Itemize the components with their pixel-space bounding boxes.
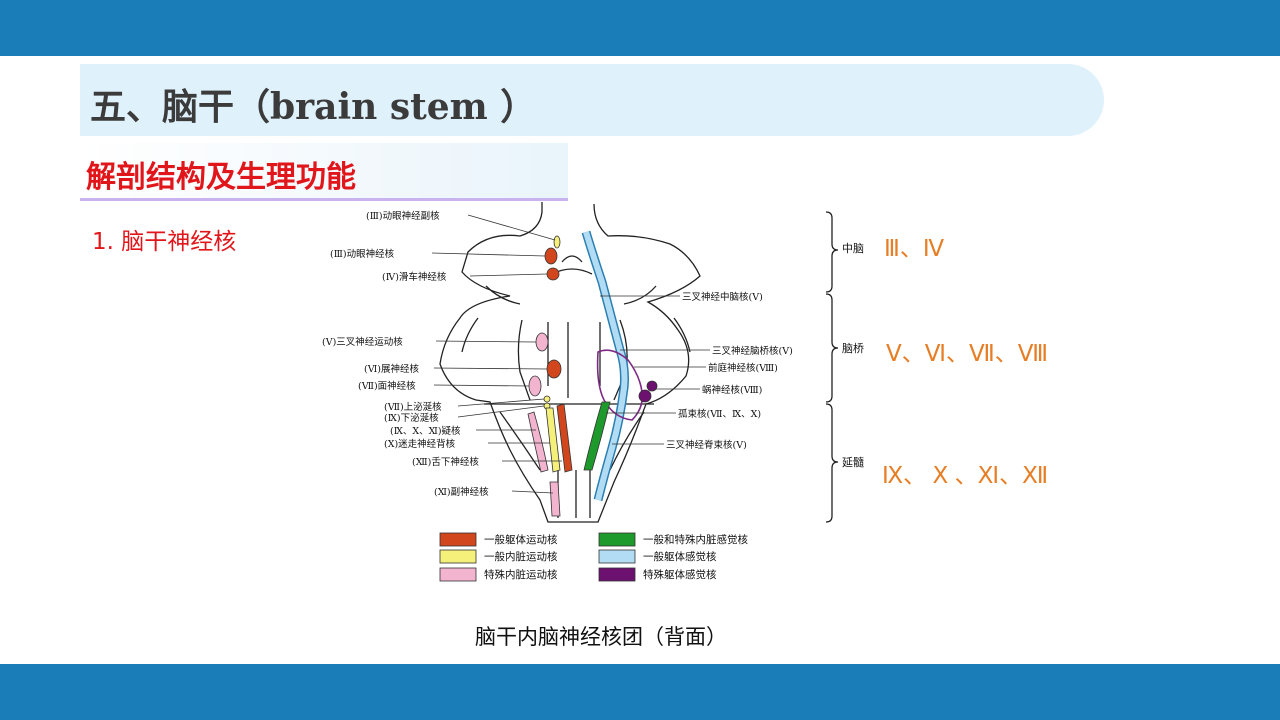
- oculomotor-nucleus: [544, 247, 558, 265]
- top-banner: [0, 0, 1280, 56]
- brainstem-outline: [439, 202, 701, 523]
- legend-swatch: [439, 549, 477, 564]
- legend-label: 特殊躯体感觉核: [643, 568, 717, 581]
- region-midbrain-nerves: Ⅲ、Ⅳ: [884, 235, 945, 261]
- legend-label: 一般躯体运动核: [484, 533, 558, 546]
- bullet-point: 1. 脑干神经核: [92, 229, 237, 255]
- label-dorsal-vagal: (Ⅹ)迷走神经背核: [384, 438, 456, 450]
- region-pons-label: 脑桥: [842, 342, 864, 355]
- legend-label: 一般内脏运动核: [484, 550, 558, 563]
- superior-salivatory-nucleus: [543, 395, 551, 403]
- facial-nucleus: [528, 375, 542, 397]
- figure-caption: 脑干内脑神经核团（背面）: [475, 625, 727, 649]
- label-superior-salivatory: (Ⅶ)上泌涎核: [384, 401, 442, 413]
- nucleus-ambiguus: [527, 411, 549, 473]
- label-cochlear: 蜗神经核(Ⅷ): [702, 384, 762, 396]
- hypoglossal-nucleus: [556, 403, 573, 473]
- right-leader-lines: [600, 295, 710, 445]
- region-braces: [825, 211, 839, 523]
- nuclei: [527, 230, 658, 517]
- legend-swatch: [598, 549, 636, 564]
- vestibular-nucleus-outline: [596, 349, 644, 421]
- region-pons-nerves: Ⅴ、Ⅵ、Ⅶ、Ⅷ: [886, 340, 1048, 366]
- oculomotor-accessory-nucleus: [553, 235, 561, 249]
- trigeminal-sensory-fill: [583, 231, 628, 501]
- label-pontine-trigeminal: 三叉神经脑桥核(Ⅴ): [712, 345, 793, 357]
- label-oculomotor: (Ⅲ)动眼神经核: [330, 248, 395, 260]
- legend-swatch: [598, 532, 636, 547]
- region-midbrain-label: 中脑: [842, 242, 864, 255]
- legend-label: 一般躯体感觉核: [643, 550, 717, 563]
- label-oculomotor-accessory: (Ⅲ)动眼神经副核: [366, 210, 440, 222]
- label-trigeminal-motor: (Ⅴ)三叉神经运动核: [322, 336, 403, 348]
- label-trochlear: (Ⅳ)滑车神经核: [382, 271, 447, 283]
- cochlear-nucleus-1: [638, 389, 652, 403]
- bottom-banner: [0, 664, 1280, 720]
- slide-subtitle: 解剖结构及生理功能: [86, 160, 356, 195]
- legend: 一般躯体运动核 一般和特殊内脏感觉核 一般内脏运动核 一般躯体感觉核 特殊内脏运…: [439, 532, 748, 582]
- label-inferior-salivatory: (Ⅸ)下泌涎核: [384, 412, 439, 424]
- label-ambiguus: (Ⅸ、Ⅹ、Ⅺ)疑核: [390, 425, 461, 437]
- legend-label: 特殊内脏运动核: [484, 568, 558, 581]
- label-vestibular: 前庭神经核(Ⅷ): [708, 362, 778, 374]
- legend-label: 一般和特殊内脏感觉核: [643, 533, 748, 546]
- region-medulla-nerves: Ⅸ、 Ⅹ 、Ⅺ、Ⅻ: [882, 462, 1048, 488]
- subtitle-underline: [80, 198, 568, 201]
- label-facial: (Ⅶ)面神经核: [358, 380, 416, 392]
- trochlear-nucleus: [546, 267, 560, 281]
- region-labels: 中脑 脑桥 延髓 Ⅲ、Ⅳ Ⅴ、Ⅵ、Ⅶ、Ⅷ Ⅸ、 Ⅹ 、Ⅺ、Ⅻ: [842, 235, 1048, 488]
- abducens-nucleus: [546, 359, 562, 379]
- region-medulla-label: 延髓: [842, 456, 864, 469]
- slide-title: 五、脑干（brain stem ）: [90, 86, 537, 128]
- cochlear-nucleus-2: [646, 380, 658, 392]
- legend-swatch: [439, 532, 477, 547]
- label-hypoglossal: (Ⅻ)舌下神经核: [412, 456, 479, 468]
- legend-swatch: [598, 567, 636, 582]
- left-leader-lines: [431, 214, 562, 494]
- label-accessory: (Ⅺ)副神经核: [434, 486, 489, 498]
- label-abducens: (Ⅵ)展神经核: [364, 363, 419, 375]
- dorsal-vagal-nucleus: [545, 407, 561, 473]
- trigeminal-motor-nucleus: [535, 332, 549, 352]
- right-labels: 三叉神经中脑核(Ⅴ) 三叉神经脑桥核(Ⅴ) 前庭神经核(Ⅷ) 蜗神经核(Ⅷ) 孤…: [666, 291, 793, 451]
- label-mesencephalic-trigeminal: 三叉神经中脑核(Ⅴ): [682, 291, 763, 303]
- left-labels: (Ⅲ)动眼神经副核 (Ⅲ)动眼神经核 (Ⅳ)滑车神经核 (Ⅴ)三叉神经运动核 (…: [322, 210, 489, 498]
- label-solitary: 孤束核(Ⅶ、Ⅸ、Ⅹ): [678, 408, 761, 420]
- legend-swatch: [439, 567, 477, 582]
- solitary-nucleus: [583, 401, 611, 471]
- subtitle-band: [80, 143, 568, 198]
- label-spinal-trigeminal: 三叉神经脊束核(Ⅴ): [666, 439, 747, 451]
- accessory-nucleus: [549, 481, 561, 517]
- title-band: [80, 64, 1104, 136]
